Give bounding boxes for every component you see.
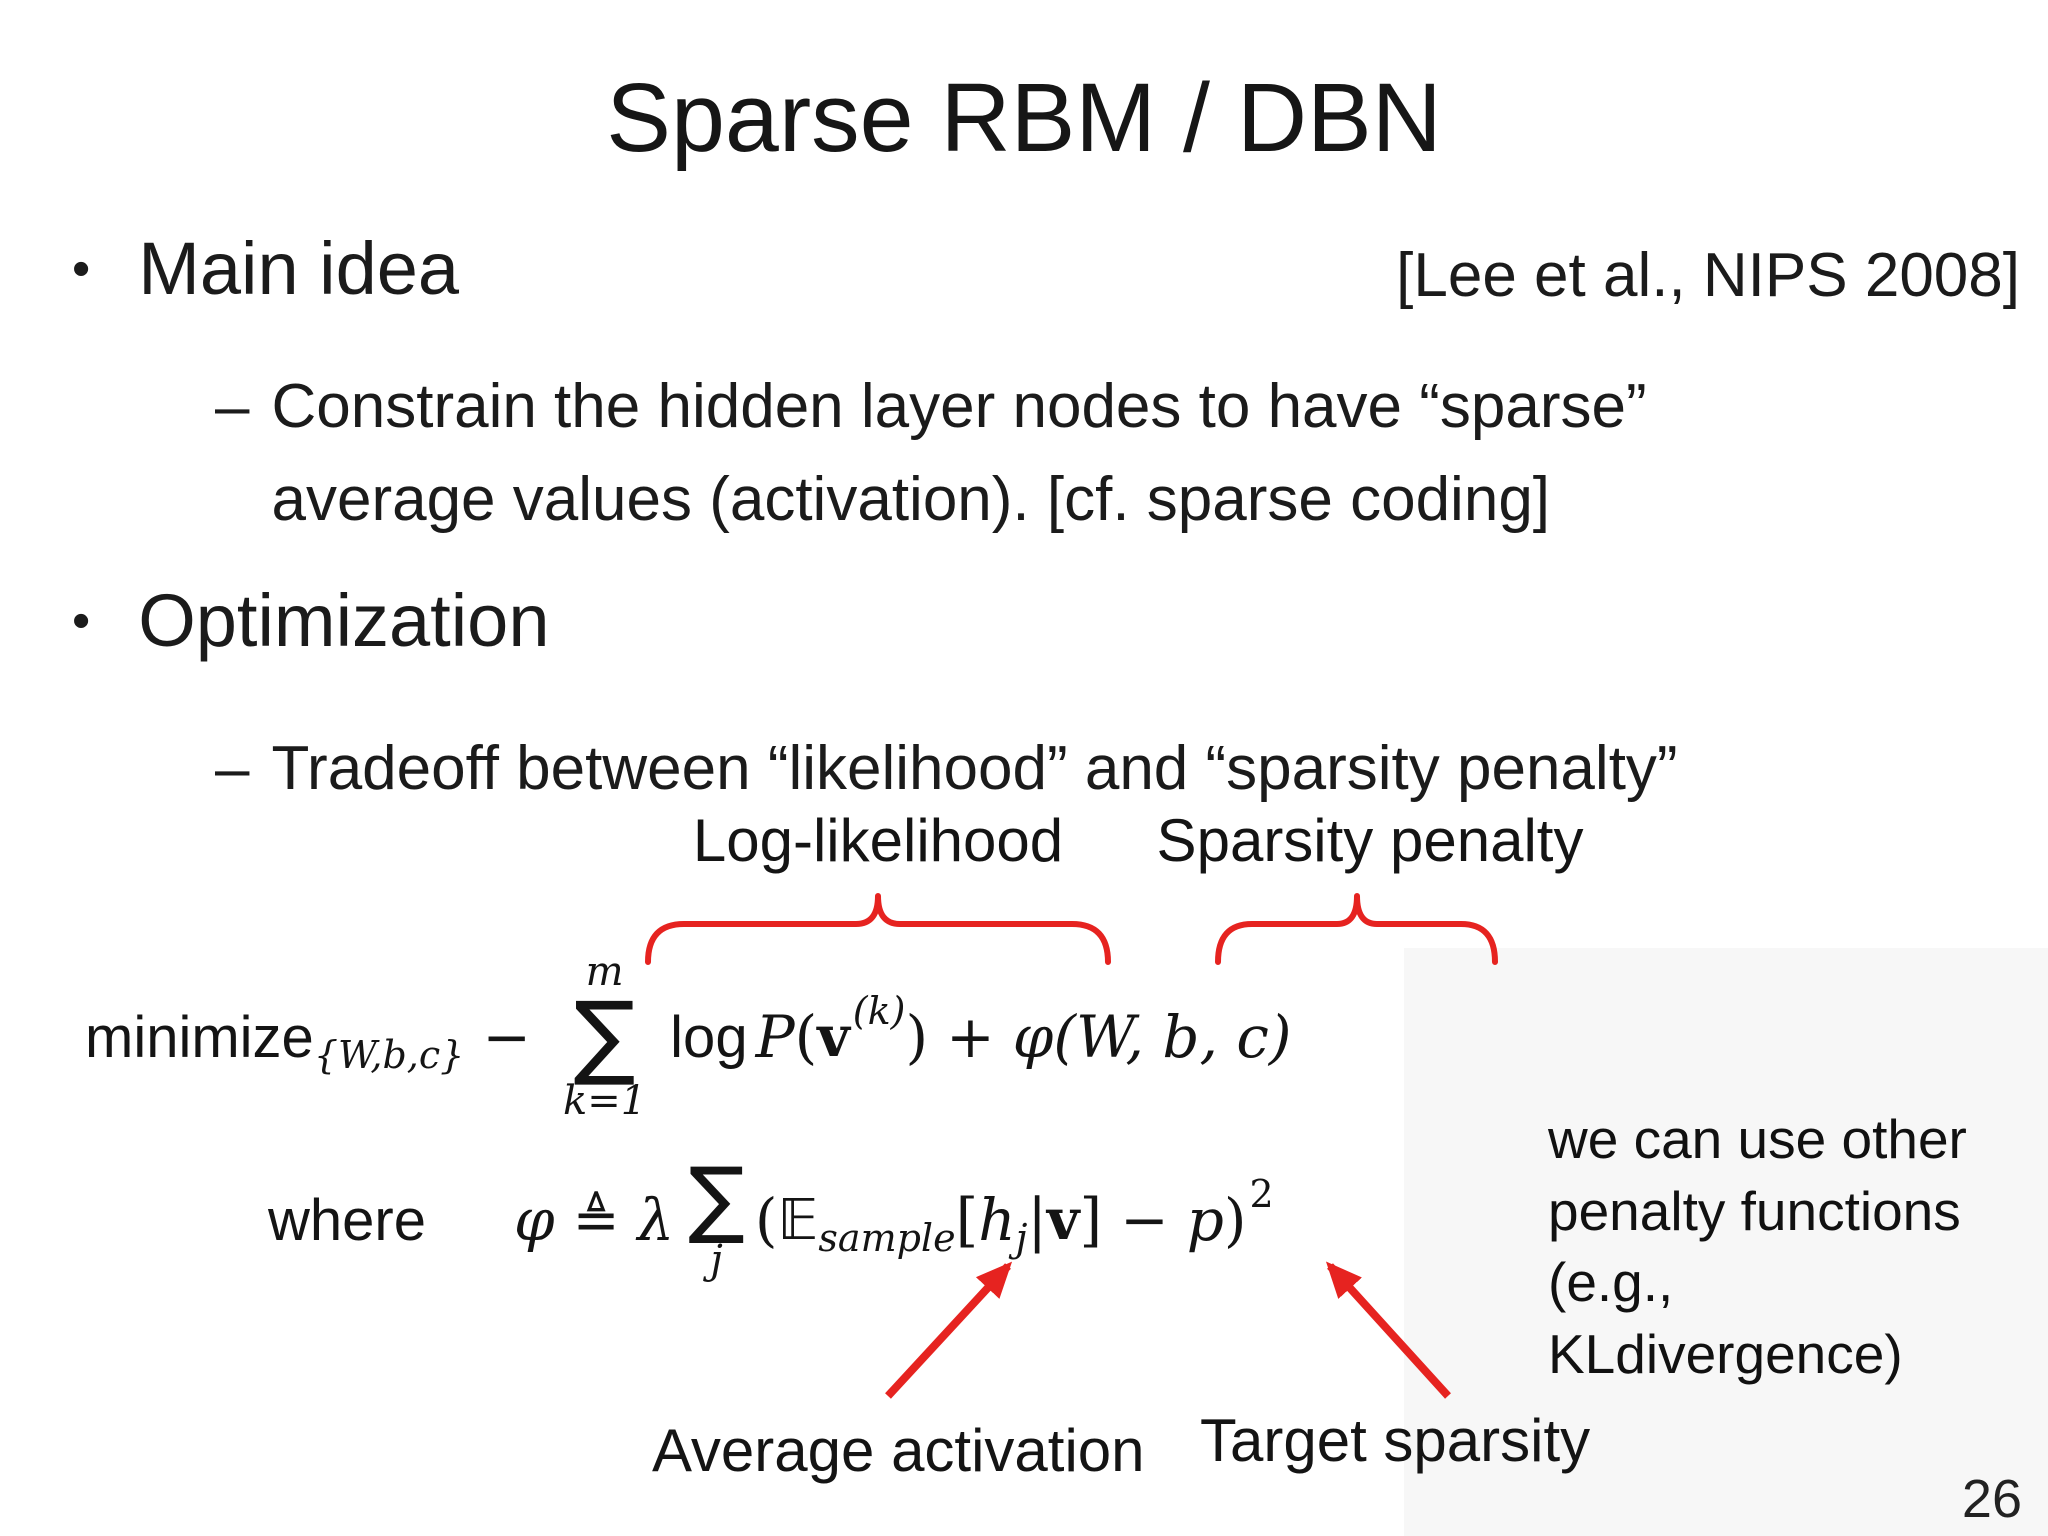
hidden-unit-h: h bbox=[978, 1186, 1016, 1254]
bullet-marker: • bbox=[72, 240, 91, 298]
plus-sign: + bbox=[946, 1003, 995, 1071]
label-target-sparsity: Target sparsity bbox=[1200, 1407, 1591, 1474]
bullet-main-idea-label: Main idea bbox=[138, 227, 460, 310]
expectation-subscript: sample bbox=[818, 1216, 956, 1260]
dash-marker: – bbox=[215, 734, 250, 803]
minus-sign: − bbox=[482, 1003, 531, 1071]
visible-vector-v: v bbox=[817, 1004, 850, 1070]
probability-variable: P bbox=[755, 1003, 795, 1071]
formula-objective: minimize {W,b,c} − m ∑ k=1 log P ( v (k)… bbox=[85, 952, 1291, 1122]
phi-symbol: φ bbox=[1012, 1003, 1054, 1071]
phi-symbol: φ bbox=[513, 1186, 555, 1254]
phi-arguments: (W, b, c) bbox=[1053, 1003, 1292, 1071]
side-note-line-2: penalty functions bbox=[1548, 1179, 1961, 1242]
where-word: where bbox=[268, 1187, 426, 1253]
sum-lower-limit: j bbox=[710, 1236, 723, 1283]
sub-bullet-constrain-text: Constrain the hidden layer nodes to have… bbox=[271, 360, 1646, 546]
bullet-marker: • bbox=[72, 592, 91, 650]
conditional-bar: | bbox=[1027, 1186, 1047, 1254]
minimize-subscript: {W,b,c} bbox=[313, 1033, 465, 1077]
bullet-optimization-label: Optimization bbox=[138, 579, 550, 662]
sum-upper-limit: m bbox=[585, 949, 624, 996]
v-superscript: (k) bbox=[852, 989, 906, 1033]
side-note-line-1: we can use other bbox=[1548, 1108, 1967, 1170]
lambda-symbol: λ bbox=[637, 1186, 675, 1254]
expectation-symbol: 𝔼 bbox=[777, 1187, 819, 1253]
h-subscript: j bbox=[1015, 1216, 1028, 1260]
bullet-main-idea: • Main idea bbox=[72, 226, 459, 311]
side-note-penalty-functions: we can use other penalty functions (e.g.… bbox=[1548, 1104, 1967, 1390]
close-paren: ) bbox=[905, 1003, 929, 1071]
constrain-line-1: Constrain the hidden layer nodes to have… bbox=[271, 372, 1647, 441]
sub-bullet-tradeoff: – Tradeoff between “likelihood” and “spa… bbox=[215, 722, 1678, 815]
sigma-symbol: ∑ bbox=[573, 982, 636, 1090]
bullet-optimization: • Optimization bbox=[72, 578, 549, 663]
open-bracket: [ bbox=[955, 1186, 979, 1254]
minus-sign: − bbox=[1120, 1186, 1169, 1254]
visible-vector-v: v bbox=[1046, 1187, 1080, 1253]
citation: [Lee et al., NIPS 2008] bbox=[1396, 241, 2020, 310]
close-paren: ) bbox=[1223, 1186, 1247, 1254]
dash-marker: – bbox=[215, 372, 250, 441]
close-bracket: ] bbox=[1079, 1186, 1103, 1254]
log-operator: log bbox=[670, 1004, 748, 1070]
constrain-line-2: average values (activation). [cf. sparse… bbox=[271, 465, 1551, 534]
open-paren: ( bbox=[754, 1186, 778, 1254]
open-paren: ( bbox=[794, 1003, 818, 1071]
minimize-operator: minimize bbox=[85, 1004, 314, 1070]
slide-title: Sparse RBM / DBN bbox=[606, 63, 1442, 172]
label-sparsity-penalty: Sparsity penalty bbox=[1156, 807, 1584, 874]
sigma-symbol: ∑ bbox=[688, 1149, 745, 1248]
target-sparsity-p: p bbox=[1186, 1186, 1224, 1254]
background-panel bbox=[1404, 948, 2048, 1536]
formula-penalty-definition: where φ ≜ λ ∑ j ( 𝔼 sample [ h j | v ] −… bbox=[268, 1140, 1274, 1300]
label-log-likelihood: Log-likelihood bbox=[692, 807, 1064, 874]
triangle-equal-sign: ≜ bbox=[572, 1187, 620, 1253]
sub-bullet-constrain: – Constrain the hidden layer nodes to ha… bbox=[215, 360, 1647, 546]
label-average-activation: Average activation bbox=[652, 1417, 1145, 1484]
summation-over-k: m ∑ k=1 bbox=[563, 952, 646, 1121]
summation-over-j: ∑ j bbox=[688, 1149, 745, 1283]
side-note-line-3: (e.g., bbox=[1548, 1251, 1674, 1313]
sum-lower-limit: k=1 bbox=[562, 1077, 647, 1124]
side-note-line-4: KLdivergence) bbox=[1548, 1322, 1903, 1385]
sub-bullet-tradeoff-text: Tradeoff between “likelihood” and “spars… bbox=[271, 734, 1678, 803]
page-number: 26 bbox=[1961, 1469, 2022, 1529]
squared-exponent: 2 bbox=[1249, 1172, 1274, 1216]
